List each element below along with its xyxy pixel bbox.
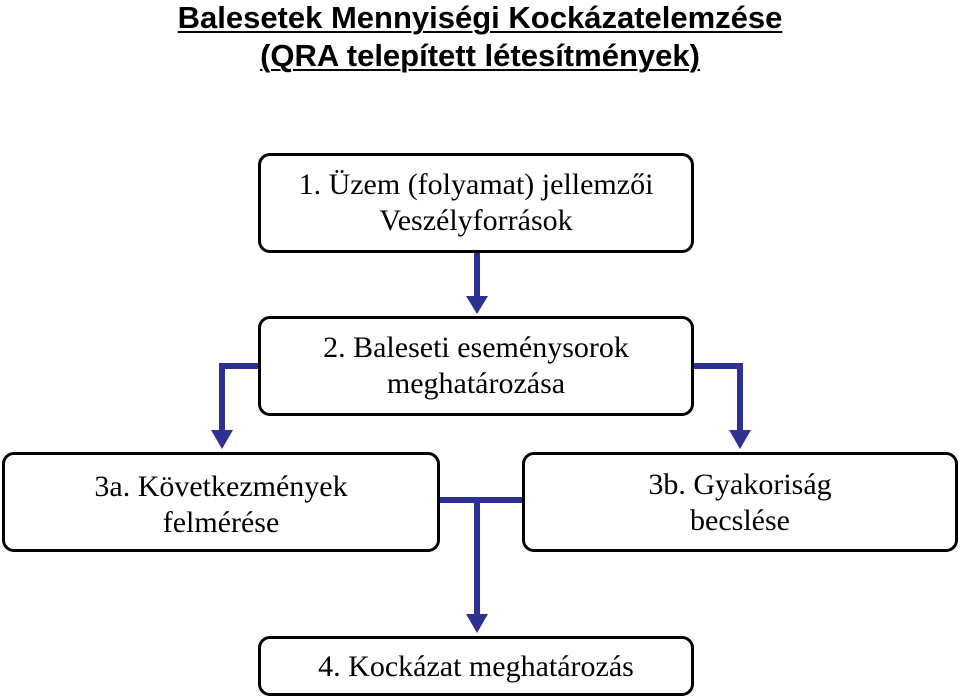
arrow-step2-to-step3b — [694, 363, 743, 432]
step3b-line1: 3b. Gyakoriság — [648, 468, 832, 501]
step4-box: 4. Kockázat meghatározás — [258, 636, 694, 696]
step1-line2: Veszélyforrások — [379, 204, 573, 237]
arrowhead-step4 — [466, 614, 488, 633]
step2-line2: meghatározása — [386, 367, 566, 400]
diagram-title-line-1: Balesetek Mennyiségi Kockázatelemzése — [177, 0, 783, 35]
diagram-title-line-2: (QRA telepített létesítmények) — [260, 38, 700, 73]
step4-line1: 4. Kockázat meghatározás — [318, 650, 634, 683]
step3a-box: 3a. Következmények felmérése — [2, 452, 440, 552]
arrowhead-step2 — [466, 296, 488, 314]
arrowhead-step3b — [729, 430, 751, 449]
step3b-box: 3b. Gyakoriság becslése — [522, 452, 958, 552]
step2-line1: 2. Baleseti eseménysorok — [323, 331, 629, 364]
arrowhead-step3a — [211, 430, 233, 449]
step2-box: 2. Baleseti eseménysorok meghatározása — [258, 316, 694, 416]
step1-line1: 1. Üzem (folyamat) jellemzői — [298, 168, 654, 201]
step3b-line2: becslése — [690, 504, 790, 537]
step1-box: 1. Üzem (folyamat) jellemzői Veszélyforr… — [258, 153, 694, 253]
step3a-line1: 3a. Következmények — [94, 470, 348, 503]
arrow-step2-to-step3a — [219, 363, 258, 432]
step3a-line2: felmérése — [162, 506, 280, 539]
